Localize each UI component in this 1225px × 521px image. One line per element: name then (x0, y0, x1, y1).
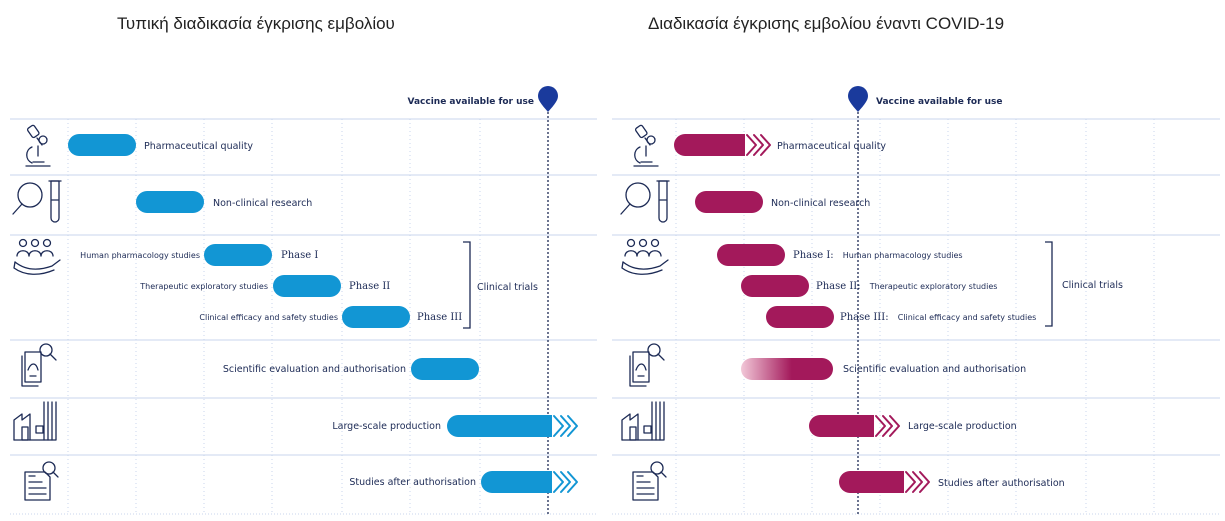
right-continue-chevrons-quality (746, 134, 771, 156)
left-bar-phase-2 (273, 275, 341, 297)
right-document-search-icon (629, 343, 665, 387)
left-people-hand-icon (13, 238, 61, 275)
right-label-studies-after-authorisation: Studies after authorisation (938, 478, 1065, 489)
right-label-therapeutic-exploratory: Therapeutic exploratory studies (869, 282, 998, 291)
right-factory-icon (621, 401, 665, 441)
left-label-clinical-efficacy-safety: Clinical efficacy and safety studies (199, 313, 338, 322)
left-label-phase-3: Phase III (417, 312, 462, 323)
right-clinical-trials-label: Clinical trials (1062, 280, 1123, 291)
right-label-phase-2-line: Phase II: Therapeutic exploratory studie… (816, 274, 997, 293)
left-grid (10, 118, 597, 515)
left-label-pharmaceutical-quality: Pharmaceutical quality (144, 141, 253, 152)
right-microscope-icon (633, 124, 659, 167)
left-label-phase-1: Phase I (281, 250, 318, 261)
right-bar-phase-3 (766, 306, 834, 328)
right-magnifier-test-tube-icon (620, 180, 670, 223)
right-people-hand-icon (621, 238, 669, 275)
left-clinical-trials-label: Clinical trials (477, 282, 538, 293)
right-panel-title: Διαδικασία έγκρισης εμβολίου έναντι COVI… (648, 14, 1005, 33)
right-bar-phase-1 (717, 244, 785, 266)
right-label-pharmaceutical-quality: Pharmaceutical quality (777, 141, 886, 152)
left-map-pin-icon (538, 86, 558, 112)
left-bar-phase-3 (342, 306, 410, 328)
left-milestone-label: Vaccine available for use (407, 97, 534, 107)
left-label-phase-2: Phase II (349, 281, 390, 292)
left-clinical-trials-bracket (463, 241, 471, 329)
left-label-human-pharmacology: Human pharmacology studies (80, 251, 200, 260)
right-label-phase-3-line: Phase III: Clinical efficacy and safety … (840, 305, 1036, 324)
left-bar-non-clinical-research (136, 191, 204, 213)
left-label-non-clinical-research: Non-clinical research (213, 198, 312, 209)
left-label-scientific-evaluation: Scientific evaluation and authorisation (223, 364, 406, 375)
right-bar-studies-after-authorisation (839, 471, 904, 493)
left-bar-pharmaceutical-quality (68, 134, 136, 156)
left-microscope-icon (25, 124, 51, 167)
right-bar-non-clinical-research (695, 191, 763, 213)
right-report-search-icon (632, 461, 667, 501)
right-label-non-clinical-research: Non-clinical research (771, 198, 870, 209)
left-panel-title: Τυπική διαδικασία έγκρισης εμβολίου (117, 14, 395, 33)
right-label-scientific-evaluation: Scientific evaluation and authorisation (843, 364, 1026, 375)
right-label-large-scale-production: Large-scale production (908, 421, 1017, 432)
left-bar-large-scale-production (447, 415, 552, 437)
right-label-phase-1: Phase I: (793, 250, 834, 261)
left-bar-studies-after-authorisation (481, 471, 552, 493)
right-continue-chevrons-production (875, 415, 900, 437)
right-label-clinical-efficacy-safety: Clinical efficacy and safety studies (898, 313, 1037, 322)
right-continue-chevrons-studies (905, 471, 930, 493)
right-label-phase-3: Phase III: (840, 312, 889, 323)
right-label-human-pharmacology: Human pharmacology studies (843, 251, 963, 260)
right-milestone-label: Vaccine available for use (876, 97, 1003, 107)
right-bar-large-scale-production (809, 415, 874, 437)
left-continue-chevrons-studies (553, 471, 578, 493)
left-report-search-icon (24, 461, 59, 501)
right-bar-phase-2 (741, 275, 809, 297)
right-bar-pharmaceutical-quality (674, 134, 745, 156)
left-continue-chevrons-production (553, 415, 578, 437)
right-grid (612, 118, 1220, 515)
right-label-phase-2: Phase II: (816, 281, 861, 292)
left-label-large-scale-production: Large-scale production (332, 421, 441, 432)
left-label-therapeutic-exploratory: Therapeutic exploratory studies (139, 282, 268, 291)
left-bar-scientific-evaluation (411, 358, 479, 380)
left-document-search-icon (21, 343, 57, 387)
left-magnifier-test-tube-icon (12, 180, 62, 223)
left-label-studies-after-authorisation: Studies after authorisation (349, 477, 476, 488)
right-bar-scientific-evaluation (741, 358, 833, 380)
left-bar-phase-1 (204, 244, 272, 266)
right-clinical-trials-bracket (1045, 241, 1053, 327)
left-factory-icon (13, 401, 57, 441)
right-map-pin-icon (848, 86, 868, 112)
right-label-phase-1-line: Phase I: Human pharmacology studies (793, 243, 963, 262)
